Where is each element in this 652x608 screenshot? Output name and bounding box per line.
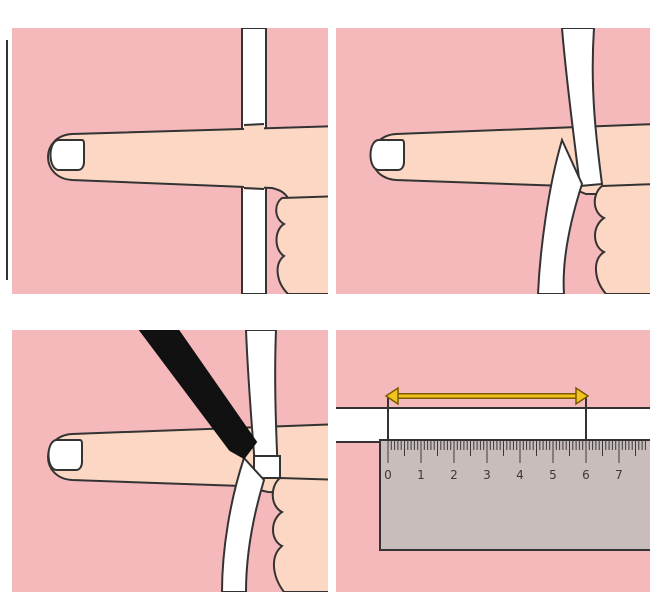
ruler-tick-label: 3 bbox=[483, 468, 491, 482]
ruler-tick-label: 4 bbox=[516, 468, 524, 482]
fingernail-icon bbox=[49, 440, 83, 470]
paper-strip-icon bbox=[336, 408, 650, 442]
step-3-panel bbox=[12, 330, 328, 592]
knuckles-icon bbox=[595, 184, 650, 294]
knuckles-icon bbox=[273, 478, 328, 592]
ruler-tick-label: 6 bbox=[582, 468, 590, 482]
step-1-illustration bbox=[12, 28, 328, 294]
fingernail-icon bbox=[371, 140, 405, 170]
step-3-illustration bbox=[12, 330, 328, 592]
step-2-panel bbox=[336, 28, 650, 294]
page-edge-line bbox=[6, 40, 8, 280]
finger-icon bbox=[372, 124, 650, 194]
step-2-illustration bbox=[336, 28, 650, 294]
ruler-tick-label: 7 bbox=[615, 468, 623, 482]
finger-icon bbox=[48, 126, 328, 198]
double-arrow-icon bbox=[386, 388, 588, 404]
ruler-tick-label: 2 bbox=[450, 468, 458, 482]
ruler-tick-label: 1 bbox=[417, 468, 425, 482]
ruler-tick-label: 0 bbox=[384, 468, 392, 482]
step-4-panel: 0 1 2 3 4 5 6 7 bbox=[336, 330, 650, 592]
fingernail-icon bbox=[51, 140, 85, 170]
step-1-panel bbox=[12, 28, 328, 294]
knuckles-icon bbox=[276, 196, 328, 294]
step-4-illustration: 0 1 2 3 4 5 6 7 bbox=[336, 330, 650, 592]
ruler-tick-label: 5 bbox=[549, 468, 557, 482]
